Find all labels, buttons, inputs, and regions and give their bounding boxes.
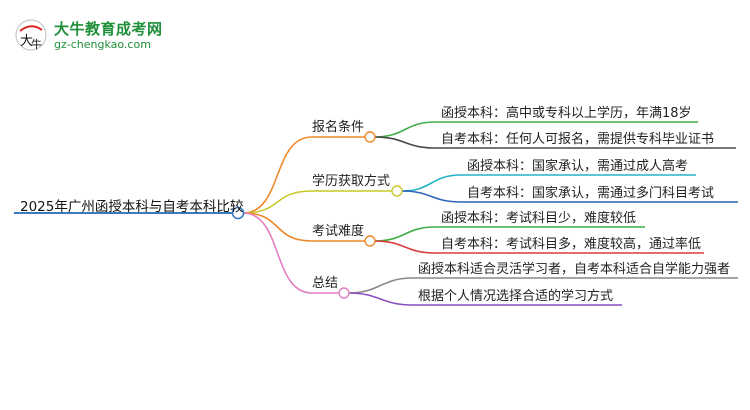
logo-url: gz-chengkao.com [54,38,151,51]
leaf-label: 函授本科：考试科目少，难度较低 [441,211,637,226]
leaf-label: 自考本科：考试科目多，难度较高，通过率低 [441,237,702,252]
branch-label: 报名条件 [312,120,365,135]
root-topic: 2025年广州函授本科与自考本科比较 [20,199,244,215]
logo-mark-icon: 大 牛 [15,19,47,51]
leaf-connector [374,240,436,254]
svg-text:大: 大 [20,34,33,49]
leaf-label: 自考本科：任何人可报名，需提供专科毕业证书 [441,132,715,147]
branch-node-circle [364,235,376,247]
leaf-connector [374,136,436,149]
site-logo: 大 牛 大牛教育成考网 gz-chengkao.com [14,16,174,56]
branch-label: 学历获取方式 [312,174,391,189]
branch-connector [242,190,313,214]
branch-node-circle [364,131,376,143]
branch-label: 考试难度 [312,224,365,239]
logo-title: 大牛教育成考网 [54,20,163,38]
svg-text:牛: 牛 [31,37,42,51]
leaf-label: 根据个人情况选择合适的学习方式 [418,289,614,304]
leaf-connector [401,190,462,203]
branch-connector [242,136,313,214]
branch-node-circle [338,287,350,299]
leaf-label: 函授本科适合灵活学习者，自考本科适合自学能力强者 [418,262,731,277]
branch-connector [242,212,313,242]
root-node-circle [231,206,245,220]
leaf-label: 函授本科：高中或专科以上学历，年满18岁 [441,106,692,121]
branch-node-circle [391,185,403,197]
leaf-connector [348,292,413,306]
branch-label: 总结 [312,276,339,291]
leaf-label: 自考本科：国家承认，需通过多门科目考试 [467,186,715,201]
leaf-label: 函授本科：国家承认，需通过成人高考 [467,159,689,174]
branch-connector [242,212,313,294]
